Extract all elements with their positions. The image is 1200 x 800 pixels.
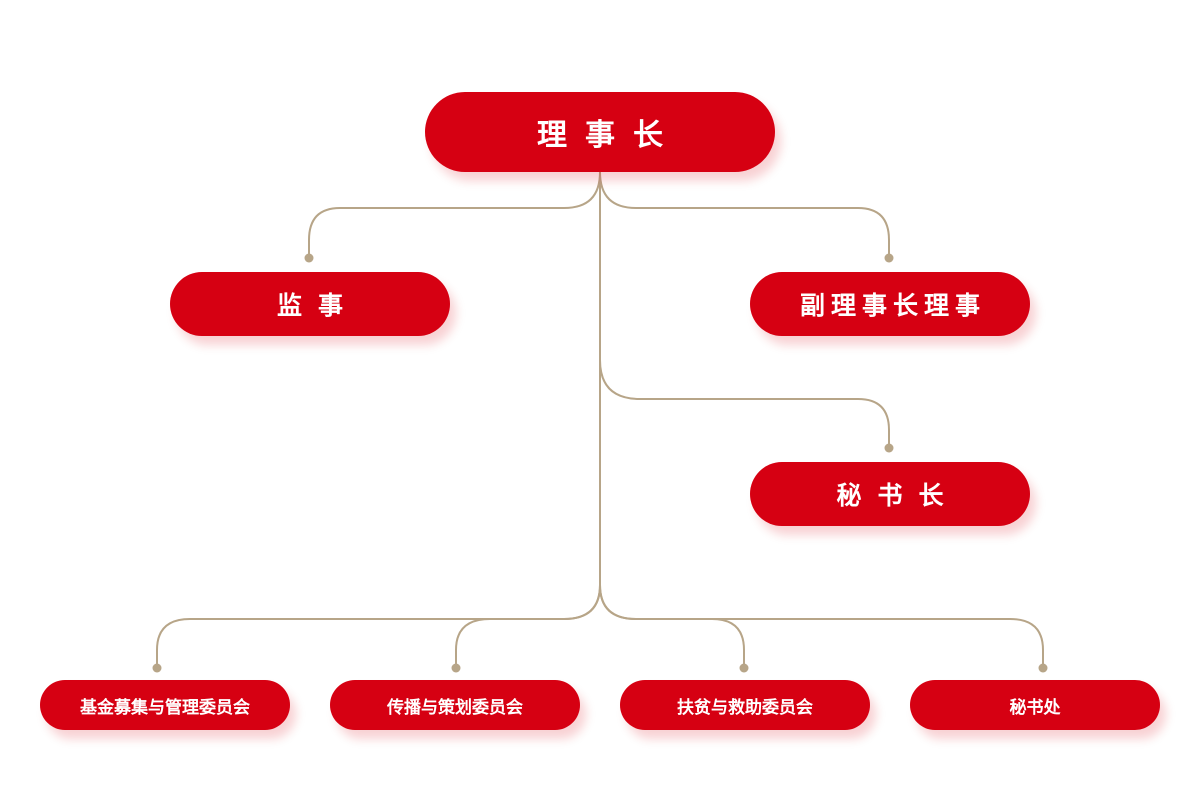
- connector-dot-fund-raising: [152, 663, 162, 673]
- connector-communication: [455, 584, 601, 667]
- node-fund-raising-committee: 基金募集与管理委员会: [40, 680, 290, 730]
- node-poverty-relief-committee: 扶贫与救助委员会: [620, 680, 870, 730]
- connector-dot-vice-chairman: [884, 253, 894, 263]
- node-supervisor-label: 监事: [276, 291, 359, 320]
- connector-poverty-relief: [599, 584, 745, 667]
- connector-vice-chairman: [599, 171, 890, 257]
- node-supervisor: 监事: [170, 272, 450, 336]
- node-secretariat: 秘书处: [910, 680, 1160, 730]
- connector-secretariat: [599, 584, 1044, 667]
- connector-dot-supervisor: [304, 253, 314, 263]
- connector-dot-communication: [451, 663, 461, 673]
- node-chairman: 理事长: [425, 92, 775, 172]
- node-communication-committee-label: 传播与策划委员会: [387, 697, 523, 718]
- node-chairman-label: 理事长: [537, 118, 681, 153]
- connector-dot-poverty-relief: [739, 663, 749, 673]
- node-secretary-general-label: 秘书长: [836, 481, 960, 510]
- node-secretariat-label: 秘书处: [1009, 697, 1061, 718]
- node-vice-chairman-directors-label: 副理事长理事: [799, 291, 986, 320]
- connector-dot-secretary-general: [884, 443, 894, 453]
- node-secretary-general: 秘书长: [750, 462, 1030, 526]
- node-vice-chairman-directors: 副理事长理事: [750, 272, 1030, 336]
- connector-dot-secretariat: [1038, 663, 1048, 673]
- connector-secretary-general: [599, 359, 890, 447]
- node-communication-committee: 传播与策划委员会: [330, 680, 580, 730]
- connector-fund-raising: [156, 584, 601, 667]
- node-poverty-relief-committee-label: 扶贫与救助委员会: [677, 697, 813, 718]
- connector-supervisor: [308, 171, 601, 257]
- node-fund-raising-committee-label: 基金募集与管理委员会: [80, 697, 250, 718]
